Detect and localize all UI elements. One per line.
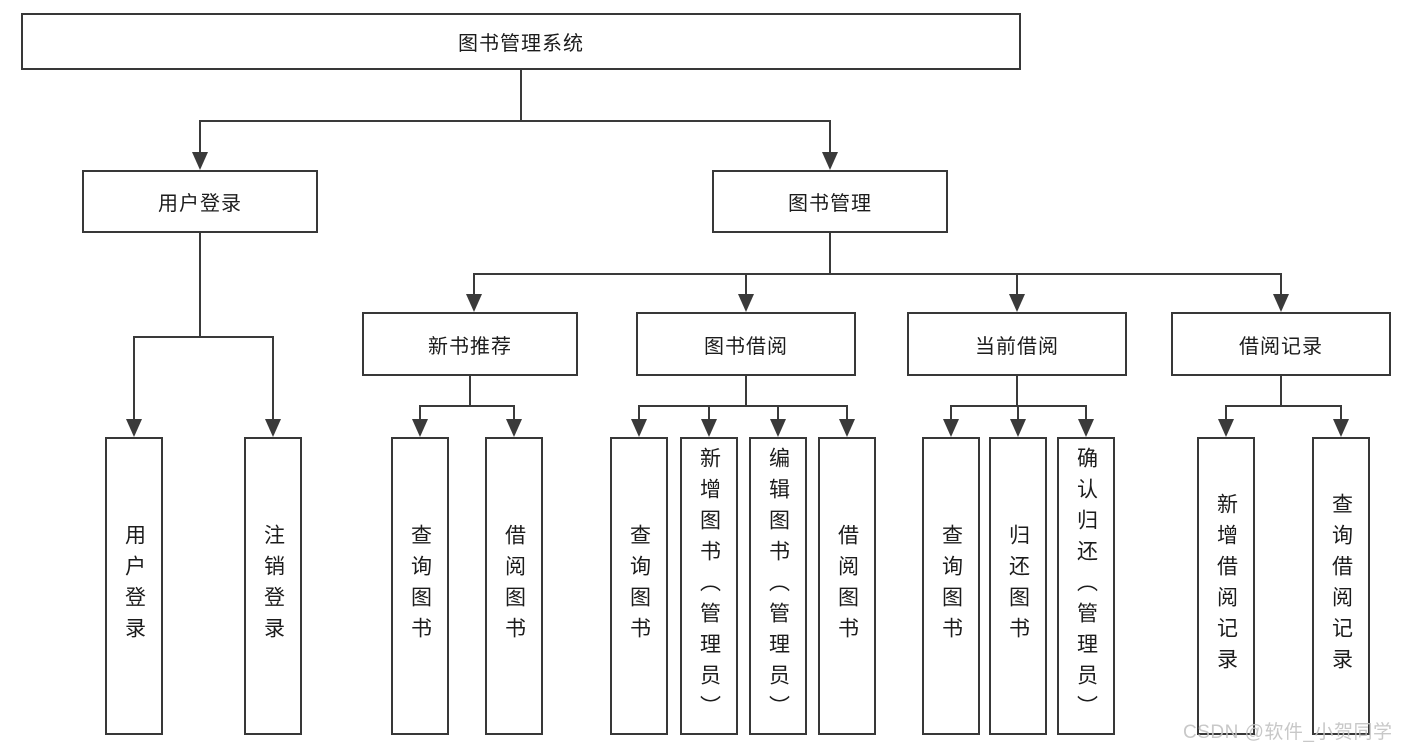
node-label: 图书借阅 — [704, 335, 788, 358]
node-label: 新书推荐 — [428, 335, 512, 358]
connector-arrow-line-bb-query — [638, 405, 640, 421]
leaf-query-borrow-record: 查询借阅记录 — [1312, 437, 1370, 735]
connector-arrow-line-leaf-user-login — [133, 336, 135, 421]
leaf-label: 注销登录 — [261, 524, 285, 648]
arrowhead-cb-return — [1010, 419, 1026, 437]
connector-arrow-line-cb-confirm — [1085, 405, 1087, 421]
arrowhead-book-mgmt — [822, 152, 838, 170]
leaf-add-borrow-record: 新增借阅记录 — [1197, 437, 1255, 735]
leaf-label: 查询图书 — [939, 524, 963, 648]
connector-arrow-line-br-query — [1340, 405, 1342, 421]
node-new-book-recommend: 新书推荐 — [362, 312, 578, 376]
arrowhead-borrow-record — [1273, 294, 1289, 312]
connector-arrow-line-book-borrow — [745, 273, 747, 296]
connector-root-bar — [199, 120, 831, 122]
arrowhead-nb-query — [412, 419, 428, 437]
leaf-label: 编辑图书（管理员） — [766, 446, 790, 726]
connector-arrow-line-nb-query — [419, 405, 421, 421]
node-user-login: 用户登录 — [82, 170, 318, 233]
arrowhead-cb-query — [943, 419, 959, 437]
leaf-label: 查询借阅记录 — [1329, 493, 1353, 679]
node-library-management-system: 图书管理系统 — [21, 13, 1021, 70]
arrowhead-leaf-logout — [265, 419, 281, 437]
node-label: 当前借阅 — [975, 335, 1059, 358]
arrowhead-bb-edit — [770, 419, 786, 437]
connector-arrow-line-new-book — [473, 273, 475, 296]
leaf-label: 借阅图书 — [835, 524, 859, 648]
connector-arrow-line-bb-add — [708, 405, 710, 421]
leaf-label: 用户登录 — [122, 524, 146, 648]
leaf-query-books-recommend: 查询图书 — [391, 437, 449, 735]
arrowhead-book-borrow — [738, 294, 754, 312]
connector-user-login-stem — [199, 233, 201, 336]
connector-new-book-stem — [469, 376, 471, 405]
leaf-confirm-return-admin: 确认归还（管理员） — [1057, 437, 1115, 735]
leaf-label: 新增图书（管理员） — [697, 446, 721, 726]
connector-new-book-bar — [419, 405, 515, 407]
arrowhead-leaf-user-login — [126, 419, 142, 437]
connector-user-login-bar — [133, 336, 274, 338]
connector-book-mgmt-stem — [829, 233, 831, 273]
arrowhead-new-book — [466, 294, 482, 312]
leaf-add-books-admin: 新增图书（管理员） — [680, 437, 738, 735]
arrowhead-nb-borrow — [506, 419, 522, 437]
node-label: 图书管理系统 — [458, 33, 584, 55]
leaf-borrow-books: 借阅图书 — [818, 437, 876, 735]
leaf-user-login: 用户登录 — [105, 437, 163, 735]
connector-arrow-line-cb-query — [950, 405, 952, 421]
connector-root-stem — [520, 70, 522, 120]
node-current-borrowing: 当前借阅 — [907, 312, 1127, 376]
connector-book-borrow-bar — [638, 405, 848, 407]
leaf-label: 新增借阅记录 — [1214, 493, 1238, 679]
connector-arrow-line-cb-return — [1017, 405, 1019, 421]
connector-arrow-line-br-add — [1225, 405, 1227, 421]
connector-arrow-line-borrow-record — [1280, 273, 1282, 296]
leaf-label: 查询图书 — [408, 524, 432, 648]
leaf-edit-books-admin: 编辑图书（管理员） — [749, 437, 807, 735]
connector-arrow-line-leaf-logout — [272, 336, 274, 421]
connector-arrow-line-nb-borrow — [513, 405, 515, 421]
leaf-borrow-books-recommend: 借阅图书 — [485, 437, 543, 735]
connector-arrow-line-book-mgmt — [829, 120, 831, 154]
connector-borrow-record-bar — [1225, 405, 1342, 407]
connector-arrow-line-current-borrow — [1016, 273, 1018, 296]
node-label: 图书管理 — [788, 193, 872, 215]
arrowhead-bb-borrow — [839, 419, 855, 437]
node-label: 用户登录 — [158, 193, 242, 215]
arrowhead-bb-query — [631, 419, 647, 437]
arrowhead-br-query — [1333, 419, 1349, 437]
connector-book-borrow-stem — [745, 376, 747, 405]
csdn-watermark: CSDN @软件_小贺同学 — [1183, 722, 1393, 743]
connector-arrow-line-bb-edit — [777, 405, 779, 421]
leaf-label: 归还图书 — [1006, 524, 1030, 648]
leaf-query-books-current: 查询图书 — [922, 437, 980, 735]
connector-book-mgmt-bar — [473, 273, 1282, 275]
leaf-return-books: 归还图书 — [989, 437, 1047, 735]
arrowhead-cb-confirm — [1078, 419, 1094, 437]
node-book-management: 图书管理 — [712, 170, 948, 233]
node-book-borrowing: 图书借阅 — [636, 312, 856, 376]
connector-arrow-line-bb-borrow — [846, 405, 848, 421]
leaf-label: 查询图书 — [627, 524, 651, 648]
arrowhead-bb-add — [701, 419, 717, 437]
leaf-label: 确认归还（管理员） — [1074, 446, 1098, 726]
connector-arrow-line-user-login — [199, 120, 201, 154]
leaf-query-books-borrowing: 查询图书 — [610, 437, 668, 735]
arrowhead-current-borrow — [1009, 294, 1025, 312]
connector-current-borrow-stem — [1016, 376, 1018, 405]
arrowhead-br-add — [1218, 419, 1234, 437]
leaf-logout: 注销登录 — [244, 437, 302, 735]
node-borrowing-records: 借阅记录 — [1171, 312, 1391, 376]
connector-borrow-record-stem — [1280, 376, 1282, 405]
arrowhead-user-login — [192, 152, 208, 170]
leaf-label: 借阅图书 — [502, 524, 526, 648]
node-label: 借阅记录 — [1239, 335, 1323, 358]
